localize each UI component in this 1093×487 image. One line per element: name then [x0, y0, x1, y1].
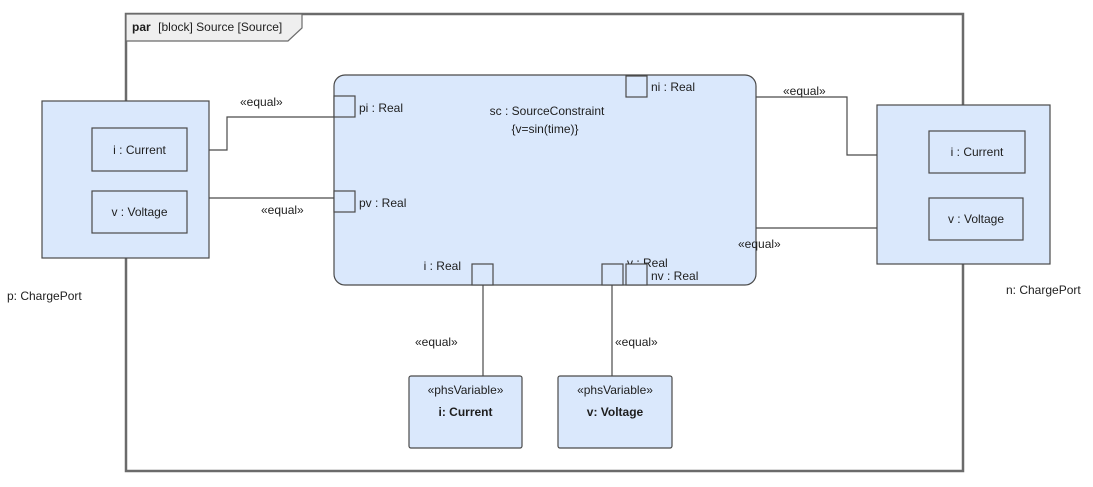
param-nv[interactable]	[625, 263, 648, 286]
param-pi-label: pi : Real	[359, 101, 403, 115]
connector-v-label: «equal»	[615, 335, 658, 349]
variable-i-stereotype: «phsVariable»	[428, 383, 504, 397]
param-ni-label: ni : Real	[651, 80, 695, 94]
variable-i-name: i: Current	[439, 405, 493, 419]
param-pv-label: pv : Real	[359, 196, 406, 210]
frame-title-text: [block] Source [Source]	[158, 20, 282, 34]
port-n-voltage-label: v : Voltage	[948, 212, 1004, 226]
port-n-current-part[interactable]	[928, 130, 1026, 174]
constraint-name: sc : SourceConstraint	[490, 104, 605, 118]
param-pv[interactable]	[333, 190, 356, 213]
frame-keyword: par	[132, 20, 151, 34]
connector-pv-label: «equal»	[261, 203, 304, 217]
param-v[interactable]	[601, 263, 624, 286]
param-ni[interactable]	[625, 75, 648, 98]
port-p-block[interactable]	[41, 100, 210, 259]
port-p-voltage-part[interactable]	[91, 190, 188, 234]
param-i-label: i : Real	[424, 259, 461, 273]
frame-title: par [block] Source [Source]	[132, 18, 282, 35]
port-p-current-label: i : Current	[113, 143, 166, 157]
connector-pi-label: «equal»	[240, 95, 283, 109]
variable-i-block[interactable]	[408, 375, 523, 449]
port-p-current-part[interactable]	[91, 127, 188, 172]
param-nv-label: nv : Real	[651, 269, 698, 283]
port-p-voltage-label: v : Voltage	[111, 205, 167, 219]
variable-v-block[interactable]	[557, 375, 673, 449]
constraint-rule: {v=sin(time)}	[511, 122, 578, 136]
connector-ni-label: «equal»	[783, 84, 826, 98]
port-n-voltage-part[interactable]	[928, 197, 1024, 241]
connector-i-label: «equal»	[415, 335, 458, 349]
variable-v-stereotype: «phsVariable»	[577, 383, 653, 397]
variable-v-name: v: Voltage	[587, 405, 644, 419]
frame-title-tab	[125, 13, 303, 42]
port-p-name: p: ChargePort	[7, 289, 82, 303]
param-i[interactable]	[471, 263, 494, 286]
port-n-name: n: ChargePort	[1006, 283, 1081, 297]
connector-nv-label: «equal»	[738, 237, 781, 251]
port-n-current-label: i : Current	[951, 145, 1004, 159]
constraint-block[interactable]	[333, 74, 757, 286]
param-pi[interactable]	[333, 95, 356, 118]
